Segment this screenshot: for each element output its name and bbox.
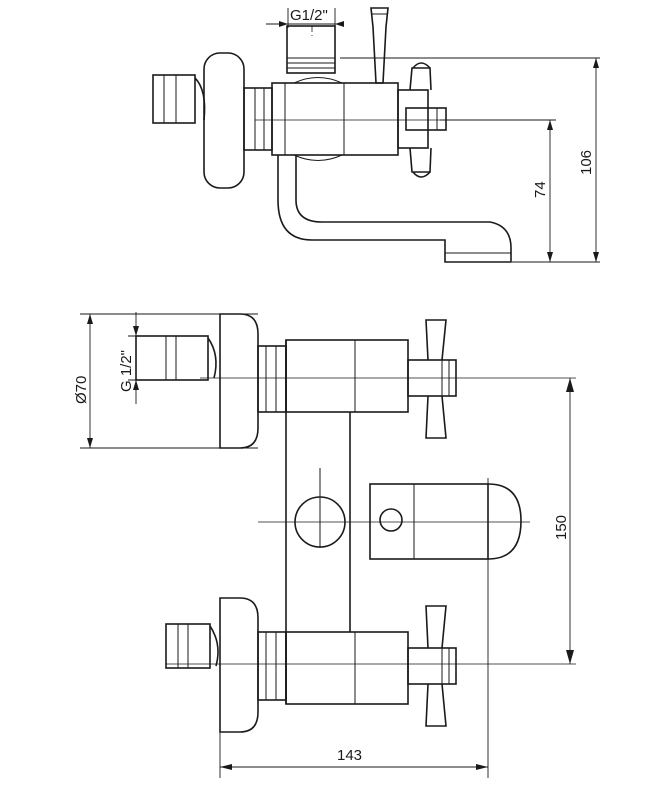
lower-cross-handle — [407, 605, 457, 727]
upper-wall-connector — [135, 335, 217, 381]
cross-handle-side — [397, 62, 447, 178]
top-view — [152, 7, 600, 263]
mixer-body — [271, 82, 399, 156]
front-view — [80, 312, 576, 778]
upper-rosette — [219, 313, 259, 449]
dim-150: 150 — [553, 515, 570, 540]
dim-front-thread: G 1/2" — [118, 350, 135, 392]
dim-diameter-70: Ø70 — [73, 376, 90, 404]
wall-connector — [152, 74, 206, 124]
lower-wall-connector — [165, 623, 219, 669]
spout — [277, 155, 512, 263]
dim-top-thread: G1/2" — [290, 7, 328, 24]
centre-cartridge — [369, 483, 489, 560]
dim-74: 74 — [532, 181, 549, 198]
dim-143: 143 — [337, 747, 362, 764]
lower-rosette — [219, 597, 259, 733]
diverter-lever — [370, 7, 389, 84]
wall-rosette — [203, 52, 245, 189]
top-thread-stub — [286, 25, 336, 74]
dim-106: 106 — [578, 150, 595, 175]
upper-cross-handle — [407, 319, 457, 439]
